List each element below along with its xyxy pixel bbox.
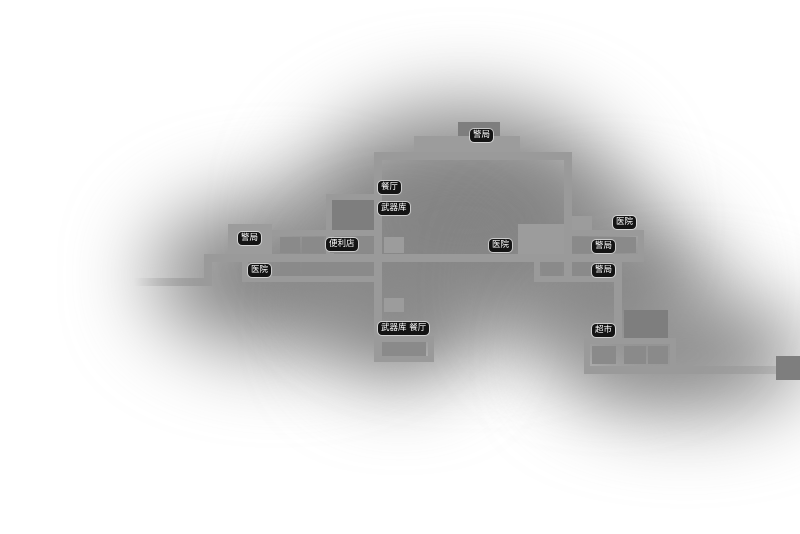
label-police-left[interactable]: 警局 <box>238 232 262 245</box>
label-hospital-center[interactable]: 医院 <box>489 239 513 252</box>
corridor-south-center-bottom <box>374 356 434 362</box>
corridor-left-rooms-bottom <box>242 276 382 282</box>
supermarket-building[interactable] <box>624 310 668 338</box>
left-lower-room-4[interactable] <box>352 262 374 276</box>
corridor-loop-right <box>564 152 572 282</box>
corridor-left-rooms-top <box>272 230 382 236</box>
armory-upper-room[interactable] <box>332 200 374 230</box>
corridor-south-center-side <box>428 336 434 362</box>
center-small-room[interactable] <box>384 237 404 253</box>
corridor-east <box>584 366 694 374</box>
right-lower-room-1[interactable] <box>542 262 562 276</box>
corridor-right-rooms-side <box>638 230 644 262</box>
corridor-east-exit <box>690 366 776 374</box>
corridor-right-lower-side <box>534 254 540 282</box>
corridor-left-rooms-side <box>242 254 248 282</box>
corridor-loop-top <box>374 152 572 160</box>
corridor-west-vertical <box>204 254 212 286</box>
corridor-upper-room-frame <box>326 194 334 254</box>
south-center-room[interactable] <box>382 342 426 356</box>
corridor-west-exit <box>134 278 204 286</box>
label-hospital-left[interactable]: 医院 <box>248 264 272 277</box>
corridor-south-center-room <box>374 336 434 342</box>
hospital-center-building[interactable] <box>518 224 564 254</box>
police-station-top-annex[interactable] <box>414 136 520 152</box>
corridor-right-rooms-top <box>564 230 644 236</box>
supermarket-room-2[interactable] <box>624 346 646 364</box>
corridor-supermarket-top <box>584 338 676 344</box>
corridor-south-right <box>614 262 622 338</box>
label-supermarket[interactable]: 超市 <box>592 324 616 337</box>
label-police-right-lower[interactable]: 警局 <box>592 264 616 277</box>
corridor-main <box>204 254 644 262</box>
label-armory-restaurant-lower[interactable]: 武器库 餐厅 <box>378 322 430 335</box>
label-convenience-store[interactable]: 便利店 <box>326 238 358 251</box>
left-lower-room-2[interactable] <box>302 262 324 276</box>
left-lower-room-3[interactable] <box>330 262 350 276</box>
label-hospital-right[interactable]: 医院 <box>613 216 637 229</box>
hospital-right-annex[interactable] <box>572 216 592 230</box>
label-armory-upper[interactable]: 武器库 <box>378 202 410 215</box>
supermarket-room-3[interactable] <box>648 346 668 364</box>
left-room-1[interactable] <box>280 237 300 253</box>
label-police-top[interactable]: 警局 <box>470 129 494 142</box>
corridor-upper-room-top <box>326 194 382 200</box>
east-exit-building[interactable] <box>776 356 800 380</box>
left-room-2[interactable] <box>302 237 324 253</box>
supermarket-room-1[interactable] <box>592 346 616 364</box>
corridor-loop-left <box>374 152 382 362</box>
south-center-annex[interactable] <box>384 298 404 312</box>
left-lower-room-1[interactable] <box>280 262 300 276</box>
corridor-supermarket-right <box>670 338 676 374</box>
corridor-supermarket-side <box>584 338 590 374</box>
label-police-right-upper[interactable]: 警局 <box>592 240 616 253</box>
label-restaurant-upper[interactable]: 餐厅 <box>378 181 402 194</box>
corridor-right-lower <box>534 276 620 282</box>
